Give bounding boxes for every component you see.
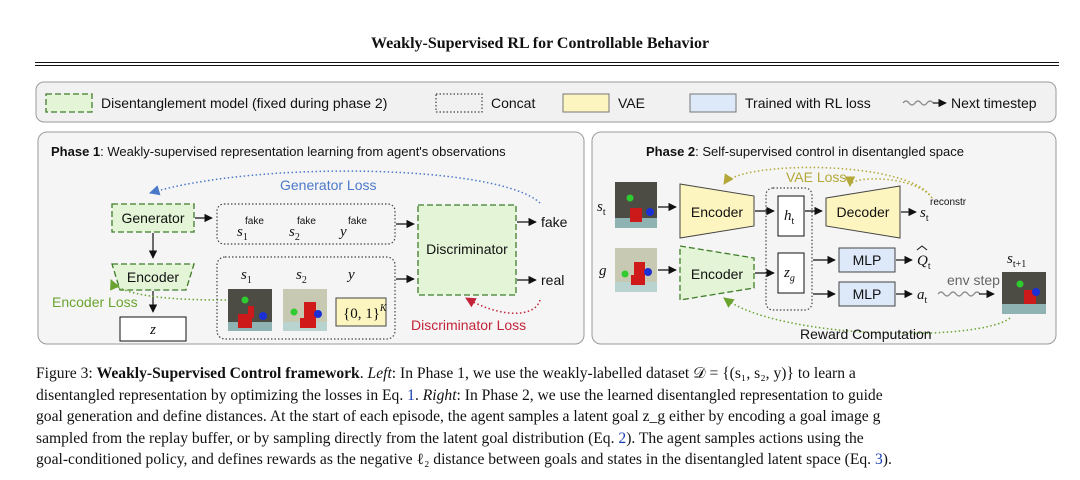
vae-loss-arrow-decoder bbox=[844, 176, 933, 199]
figure-caption: Figure 3: Weakly-Supervised Control fram… bbox=[36, 363, 1060, 471]
zg-label: zg bbox=[783, 265, 795, 284]
decoder-trapezoid bbox=[825, 185, 901, 239]
recon-label: st bbox=[920, 205, 929, 224]
generator-loss-label: Generator Loss bbox=[280, 177, 377, 193]
label-set-text: {0, 1}K bbox=[343, 303, 388, 322]
generator-box bbox=[111, 203, 195, 233]
output-real-label: real bbox=[541, 272, 564, 288]
q-hat-icon bbox=[916, 245, 928, 251]
encoder-label-p1: Encoder bbox=[127, 269, 179, 285]
q-label: Qt bbox=[917, 253, 931, 272]
real-s2: s2 bbox=[296, 267, 307, 286]
legend-swatch-trained-rl bbox=[689, 93, 737, 113]
legend-wavy-swatch bbox=[902, 100, 934, 106]
vae-loss-label: VAE Loss bbox=[786, 169, 846, 185]
encoder-trapezoid-bottom bbox=[679, 245, 755, 301]
output-fake-label: fake bbox=[541, 214, 568, 230]
caption-left-word: Left bbox=[367, 365, 392, 382]
caption-line2a: disentangled representation by optimizin… bbox=[36, 386, 408, 404]
fake-s1: s1 bbox=[237, 224, 248, 243]
next-state-label: st+1 bbox=[1007, 251, 1026, 270]
caption-title: Weakly-Supervised Control framework bbox=[96, 365, 360, 382]
discriminator-box bbox=[417, 204, 517, 296]
z-box bbox=[119, 316, 187, 342]
caption-right-word: Right bbox=[422, 386, 457, 404]
discriminator-loss-arrow bbox=[465, 297, 541, 314]
phase2-panel bbox=[591, 131, 1057, 345]
decoder-label: Decoder bbox=[837, 204, 890, 220]
caption-line5a: goal-conditioned policy, and defines rew… bbox=[36, 451, 875, 468]
fake-s2-sup: fake bbox=[297, 216, 316, 227]
observation-thumbnail-s2 bbox=[283, 289, 327, 331]
next-state-image bbox=[1002, 272, 1046, 314]
caption-eq1-link[interactable]: 1 bbox=[407, 386, 415, 404]
encoder-loss-label: Encoder Loss bbox=[52, 294, 138, 310]
mlp-top-label: MLP bbox=[853, 252, 882, 268]
goal-image-g bbox=[615, 248, 657, 292]
encoder-trapezoid-top bbox=[679, 183, 755, 239]
label-set-box bbox=[335, 297, 387, 327]
mlp-bottom-label: MLP bbox=[853, 286, 882, 302]
real-y: y bbox=[346, 267, 355, 283]
caption-part1: : In Phase 1, we use the weakly-labelled… bbox=[391, 365, 856, 382]
title-rule-top bbox=[35, 62, 1059, 63]
vae-loss-arrow bbox=[723, 166, 933, 199]
state-st-label: st bbox=[597, 199, 606, 218]
phase1-heading: Phase 1: Weakly-supervised representatio… bbox=[51, 144, 506, 159]
ht-box bbox=[777, 195, 805, 237]
caption-line2b: . bbox=[414, 386, 423, 404]
title-rule-bottom bbox=[35, 65, 1059, 66]
recon-sup: reconstr bbox=[930, 197, 967, 208]
reward-computation-label: Reward Computation bbox=[800, 326, 932, 342]
framework-diagram: Disentanglement model (fixed during phas… bbox=[35, 81, 1057, 345]
state-image-st bbox=[615, 182, 657, 228]
env-step-wavy-arrow bbox=[937, 291, 981, 297]
legend-swatch-vae bbox=[562, 93, 610, 113]
legend-next-timestep-label: Next timestep bbox=[951, 95, 1037, 111]
generator-label: Generator bbox=[121, 210, 184, 226]
encoder-top-label: Encoder bbox=[691, 204, 743, 220]
legend-vae-label: VAE bbox=[618, 95, 645, 111]
fake-concat-box bbox=[216, 203, 396, 245]
generator-loss-arrow bbox=[148, 170, 541, 204]
caption-eq2-link[interactable]: 2 bbox=[618, 429, 627, 447]
discriminator-loss-label: Discriminator Loss bbox=[411, 317, 526, 333]
caption-line2c: : In Phase 2, we use the learned disenta… bbox=[456, 386, 883, 404]
phase2-heading: Phase 2: Self-supervised control in dise… bbox=[646, 144, 964, 159]
zg-box bbox=[777, 252, 805, 294]
figure-title: Weakly-Supervised RL for Controllable Be… bbox=[370, 35, 710, 52]
caption-line-3: goal generation and define distances. At… bbox=[36, 408, 881, 425]
legend-concat-label: Concat bbox=[491, 95, 535, 111]
real-concat-box bbox=[216, 256, 396, 340]
observation-thumbnail-s1 bbox=[228, 289, 272, 331]
action-label: at bbox=[917, 287, 928, 306]
caption-line5b: ). bbox=[882, 451, 892, 468]
caption-line-1: Figure 3: Weakly-Supervised Control fram… bbox=[36, 365, 856, 382]
mlp-bottom-box bbox=[838, 281, 896, 307]
z-label: z bbox=[149, 322, 156, 338]
real-s1: s1 bbox=[241, 267, 252, 286]
caption-line-5: goal-conditioned policy, and defines rew… bbox=[36, 449, 1060, 471]
legend-disentanglement-label: Disentanglement model (fixed during phas… bbox=[101, 95, 387, 111]
discriminator-label: Discriminator bbox=[426, 241, 508, 257]
env-step-label: env step bbox=[947, 272, 1000, 288]
goal-g-label: g bbox=[599, 263, 607, 279]
fake-s2: s2 bbox=[289, 224, 300, 243]
legend-bar bbox=[35, 81, 1057, 123]
encoder-bottom-label: Encoder bbox=[691, 266, 743, 282]
mlp-top-box bbox=[838, 247, 896, 273]
caption-line4a: sampled from the replay buffer, or by sa… bbox=[36, 429, 619, 447]
caption-line4b: ). The agent samples actions using the bbox=[626, 429, 864, 447]
caption-eq3-link[interactable]: 3 bbox=[874, 451, 883, 468]
ht-label: ht bbox=[784, 208, 795, 227]
legend-swatch-concat bbox=[435, 93, 483, 113]
caption-line-2: disentangled representation by optimizin… bbox=[36, 385, 1060, 407]
legend-trained-rl-label: Trained with RL loss bbox=[745, 95, 871, 111]
caption-figure-label: Figure 3: bbox=[36, 365, 93, 382]
fake-y: y bbox=[338, 224, 347, 240]
caption-line-4: sampled from the replay buffer, or by sa… bbox=[36, 428, 1060, 450]
legend-swatch-disentanglement bbox=[45, 93, 93, 113]
fake-s1-sup: fake bbox=[245, 216, 264, 227]
fake-y-sup: fake bbox=[348, 216, 367, 227]
